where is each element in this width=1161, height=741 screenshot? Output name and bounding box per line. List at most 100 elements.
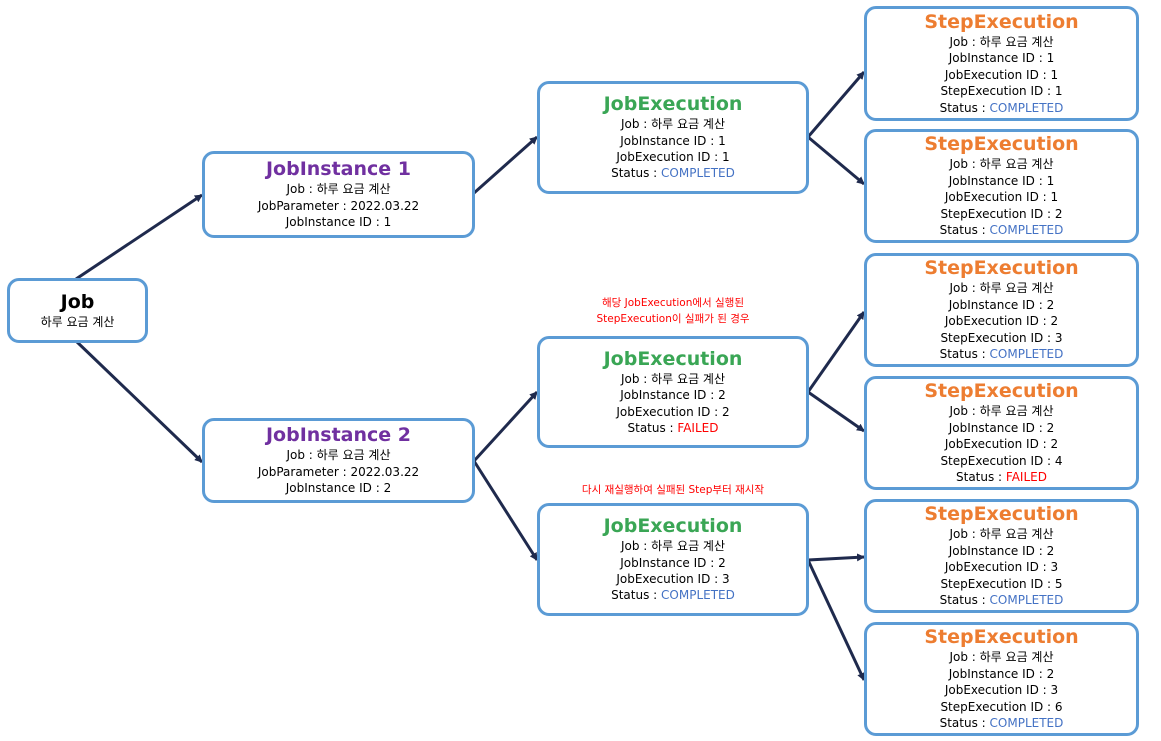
status-label: Status : xyxy=(939,223,990,238)
arrow-instance-1-to-execution-1 xyxy=(473,135,538,195)
job-name-line: Job : 하루 요금 계산 xyxy=(620,539,726,554)
arrow-job-to-instance-2 xyxy=(74,339,204,464)
status-badge: COMPLETED xyxy=(989,347,1064,362)
job-name-line: Job : 하루 요금 계산 xyxy=(286,182,391,197)
status-line: Status : COMPLETED xyxy=(940,592,1064,608)
arrow-execution-1-to-step-2 xyxy=(807,135,865,186)
status-badge: COMPLETED xyxy=(661,588,735,603)
arrow-execution-2-to-step-3 xyxy=(806,311,866,393)
arrow-execution-1-to-step-1 xyxy=(806,71,866,138)
job-name-line: Job : 하루 요금 계산 xyxy=(949,650,1054,665)
step-execution-title: StepExecution xyxy=(924,626,1079,649)
status-label: Status : xyxy=(939,100,990,115)
step-execution-title: StepExecution xyxy=(924,10,1079,33)
job-instance-title: JobInstance 2 xyxy=(265,424,412,447)
status-label: Status : xyxy=(939,716,990,731)
status-badge: FAILED xyxy=(1005,470,1047,485)
job-node: Job 하루 요금 계산 xyxy=(7,278,148,343)
step-execution-id-line: StepExecution ID : 1 xyxy=(940,84,1063,99)
step-execution-1-node: StepExecution Job : 하루 요금 계산 JobInstance… xyxy=(864,6,1139,121)
job-title: Job xyxy=(60,290,95,313)
job-name-line: Job : 하루 요금 계산 xyxy=(949,527,1054,542)
job-name-line: Job : 하루 요금 계산 xyxy=(949,157,1054,172)
job-instance-id-line: JobInstance ID : 2 xyxy=(285,481,392,496)
restart-note-line: 다시 재실행하여 실패된 Step부터 재시작 xyxy=(581,484,765,496)
job-instance-1-node: JobInstance 1 Job : 하루 요금 계산 JobParamete… xyxy=(202,151,475,238)
arrow-execution-2-to-step-4 xyxy=(807,390,865,433)
step-execution-5-node: StepExecution Job : 하루 요금 계산 JobInstance… xyxy=(864,499,1139,613)
job-execution-id-line: JobExecution ID : 3 xyxy=(944,560,1059,575)
step-execution-6-node: StepExecution Job : 하루 요금 계산 JobInstance… xyxy=(864,622,1139,736)
failed-note: 해당 JobExecution에서 실행된 StepExecution이 실패가… xyxy=(537,295,809,327)
step-execution-id-line: StepExecution ID : 5 xyxy=(940,576,1063,591)
status-label: Status : xyxy=(939,593,990,608)
status-label: Status : xyxy=(611,166,662,181)
job-execution-title: JobExecution xyxy=(603,515,743,538)
job-execution-title: JobExecution xyxy=(603,347,743,370)
arrow-execution-3-to-step-5 xyxy=(807,553,865,562)
job-name-line: Job : 하루 요금 계산 xyxy=(949,404,1054,419)
step-execution-title: StepExecution xyxy=(924,133,1079,156)
job-instance-id-line: JobInstance ID : 2 xyxy=(948,666,1055,681)
arrow-instance-2-to-execution-3 xyxy=(472,460,539,561)
job-execution-3-node: JobExecution Job : 하루 요금 계산 JobInstance … xyxy=(537,503,809,616)
job-name-line: Job : 하루 요금 계산 xyxy=(620,117,726,132)
failed-note-line-1: 해당 JobExecution에서 실행된 xyxy=(601,297,744,309)
status-line: Status : COMPLETED xyxy=(940,346,1064,362)
step-execution-id-line: StepExecution ID : 3 xyxy=(940,330,1063,345)
job-execution-id-line: JobExecution ID : 2 xyxy=(944,437,1059,452)
job-instance-id-line: JobInstance ID : 2 xyxy=(948,420,1055,435)
job-instance-title: JobInstance 1 xyxy=(265,158,412,181)
arrow-instance-2-to-execution-2 xyxy=(472,390,539,463)
failed-note-line-2: StepExecution이 실패가 된 경우 xyxy=(596,313,750,325)
job-name-line: Job : 하루 요금 계산 xyxy=(949,281,1054,296)
job-instance-id-line: JobInstance ID : 1 xyxy=(620,133,726,148)
job-name-line: Job : 하루 요금 계산 xyxy=(286,448,391,463)
step-execution-id-line: StepExecution ID : 6 xyxy=(940,699,1063,714)
job-execution-id-line: JobExecution ID : 3 xyxy=(616,572,730,586)
job-execution-1-node: JobExecution Job : 하루 요금 계산 JobInstance … xyxy=(537,81,809,194)
status-label: Status : xyxy=(956,470,1006,485)
job-instance-id-line: JobInstance ID : 1 xyxy=(948,51,1055,66)
job-instance-id-line: JobInstance ID : 1 xyxy=(948,173,1055,188)
status-badge: COMPLETED xyxy=(661,166,735,181)
job-instance-id-line: JobInstance ID : 1 xyxy=(285,215,392,230)
job-execution-id-line: JobExecution ID : 2 xyxy=(616,404,730,419)
job-instance-id-line: JobInstance ID : 2 xyxy=(948,543,1055,558)
job-name-line: Job : 하루 요금 계산 xyxy=(949,34,1054,49)
step-execution-id-line: StepExecution ID : 4 xyxy=(940,453,1063,468)
status-line: Status : FAILED xyxy=(956,469,1047,485)
step-execution-id-line: StepExecution ID : 2 xyxy=(940,206,1063,221)
status-label: Status : xyxy=(627,420,678,435)
job-instance-id-line: JobInstance ID : 2 xyxy=(620,555,726,570)
step-execution-3-node: StepExecution Job : 하루 요금 계산 JobInstance… xyxy=(864,253,1139,367)
job-instance-id-line: JobInstance ID : 2 xyxy=(948,297,1055,312)
step-execution-title: StepExecution xyxy=(924,380,1079,403)
status-label: Status : xyxy=(939,347,990,362)
status-badge: COMPLETED xyxy=(989,716,1064,731)
step-execution-4-node: StepExecution Job : 하루 요금 계산 JobInstance… xyxy=(864,376,1139,490)
step-execution-title: StepExecution xyxy=(924,503,1079,526)
job-instance-2-node: JobInstance 2 Job : 하루 요금 계산 JobParamete… xyxy=(202,418,475,503)
status-line: Status : COMPLETED xyxy=(611,165,735,181)
step-execution-2-node: StepExecution Job : 하루 요금 계산 JobInstance… xyxy=(864,129,1139,243)
status-line: Status : COMPLETED xyxy=(611,587,735,603)
status-badge: COMPLETED xyxy=(989,223,1064,238)
job-execution-title: JobExecution xyxy=(603,93,743,116)
job-name-line: Job : 하루 요금 계산 xyxy=(620,371,726,386)
arrow-execution-3-to-step-6 xyxy=(806,559,866,681)
status-badge: COMPLETED xyxy=(989,100,1064,115)
job-instance-id-line: JobInstance ID : 2 xyxy=(620,388,726,403)
step-execution-title: StepExecution xyxy=(924,257,1079,280)
status-line: Status : COMPLETED xyxy=(940,100,1064,116)
status-badge: COMPLETED xyxy=(989,593,1064,608)
job-execution-id-line: JobExecution ID : 3 xyxy=(944,683,1059,698)
restart-note: 다시 재실행하여 실패된 Step부터 재시작 xyxy=(537,482,809,498)
job-execution-id-line: JobExecution ID : 1 xyxy=(944,67,1059,82)
status-line: Status : COMPLETED xyxy=(940,715,1064,731)
job-parameter-line: JobParameter : 2022.03.22 xyxy=(257,464,420,479)
job-execution-2-node: JobExecution Job : 하루 요금 계산 JobInstance … xyxy=(537,336,809,448)
status-line: Status : COMPLETED xyxy=(940,222,1064,238)
